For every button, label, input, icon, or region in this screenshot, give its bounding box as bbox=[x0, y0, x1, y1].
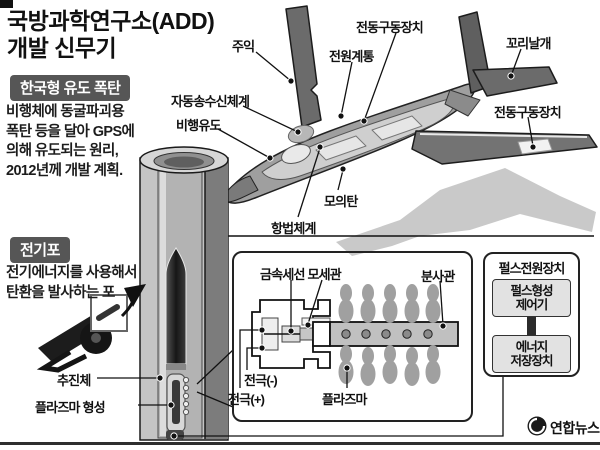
callout-fan-bottom bbox=[196, 391, 234, 408]
projectile bbox=[165, 247, 187, 365]
label-metal-wire-capillary: 금속세선 모세관 bbox=[260, 267, 342, 282]
bore-highlight bbox=[160, 170, 166, 436]
label-plasma: 플라즈마 bbox=[322, 392, 367, 407]
rear-fuselage bbox=[444, 89, 481, 117]
label-tail-wing: 꼬리날개 bbox=[506, 36, 551, 51]
payload-panel-1 bbox=[315, 135, 367, 161]
shell-inset-projectile bbox=[96, 304, 120, 321]
electric-gun-description: 전기에너지를 사용해서 탄환을 발사하는 포 bbox=[6, 265, 137, 301]
label-electrode-minus: 전극(-) bbox=[244, 373, 278, 388]
label-electric-drive-wing: 전동구동장치 bbox=[494, 105, 562, 120]
pulse-power-title: 펄스전원장치 bbox=[498, 261, 566, 276]
injection-nozzles bbox=[341, 329, 433, 339]
label-propellant: 추진체 bbox=[57, 373, 91, 388]
cannon-icon bbox=[36, 284, 146, 373]
label-electrode-plus: 전극(+) bbox=[228, 392, 265, 407]
page-title: 국방과학연구소(ADD) 개발 신무기 bbox=[7, 8, 215, 62]
pulse-power-box: 펄스전원장치 펄스형성 제어기 에너지 저장장치 bbox=[483, 252, 580, 377]
horizontal-stabilizer bbox=[472, 66, 558, 97]
label-electric-drive-top: 전동구동장치 bbox=[356, 20, 424, 35]
corner-chip bbox=[0, 0, 13, 8]
propellant-rod bbox=[172, 380, 180, 424]
pulse-box-connector bbox=[527, 317, 536, 335]
aircraft-illustration bbox=[222, 5, 598, 204]
canopy bbox=[281, 144, 311, 164]
label-power-system: 전원계통 bbox=[329, 49, 374, 64]
starboard-wing bbox=[411, 130, 598, 165]
muzzle-bore-dark bbox=[164, 156, 204, 168]
pulse-forming-controller-box: 펄스형성 제어기 bbox=[492, 279, 571, 317]
leader-lines bbox=[97, 32, 534, 437]
news-agency-credit: 연합뉴스 bbox=[550, 420, 600, 436]
port-wing bbox=[285, 5, 322, 128]
energy-storage-box: 에너지 저장장치 bbox=[492, 335, 571, 373]
label-mock-bomb: 모의탄 bbox=[324, 194, 358, 209]
transceiver-dome bbox=[287, 124, 315, 144]
label-injection-tube: 분사관 bbox=[421, 269, 455, 284]
barrel-side-shade bbox=[205, 159, 228, 439]
callout-fan-top bbox=[196, 349, 234, 385]
label-auto-transceiver: 자동송수신체계 bbox=[171, 94, 250, 109]
bottom-rule bbox=[0, 442, 600, 445]
plasma-coil-rings bbox=[182, 376, 190, 416]
yonhap-logo-icon bbox=[527, 411, 547, 436]
guided-bomb-badge: 한국형 유도 폭탄 bbox=[10, 75, 131, 101]
injection-tube bbox=[329, 321, 459, 347]
wing-leading-edge-highlight bbox=[419, 133, 588, 138]
projectile-base bbox=[166, 364, 186, 370]
label-plasma-formation: 플라즈마 형성 bbox=[35, 400, 106, 415]
aircraft-shadow bbox=[336, 168, 596, 256]
gun-barrel-illustration bbox=[139, 146, 229, 441]
payload-panel-2 bbox=[371, 115, 423, 141]
pulse-power-link-line bbox=[174, 377, 504, 437]
nose-cone bbox=[222, 175, 259, 203]
label-main-wing: 주익 bbox=[232, 39, 255, 54]
guided-bomb-description: 비행체에 동굴파괴용 폭탄 등을 달아 GPS에 의해 유도되는 원리, 201… bbox=[6, 104, 135, 180]
injector-detail-box bbox=[232, 251, 473, 422]
label-flight-guidance: 비행유도 bbox=[176, 118, 221, 133]
electric-gun-badge: 전기포 bbox=[10, 237, 70, 263]
label-navigation: 항법체계 bbox=[271, 221, 316, 236]
